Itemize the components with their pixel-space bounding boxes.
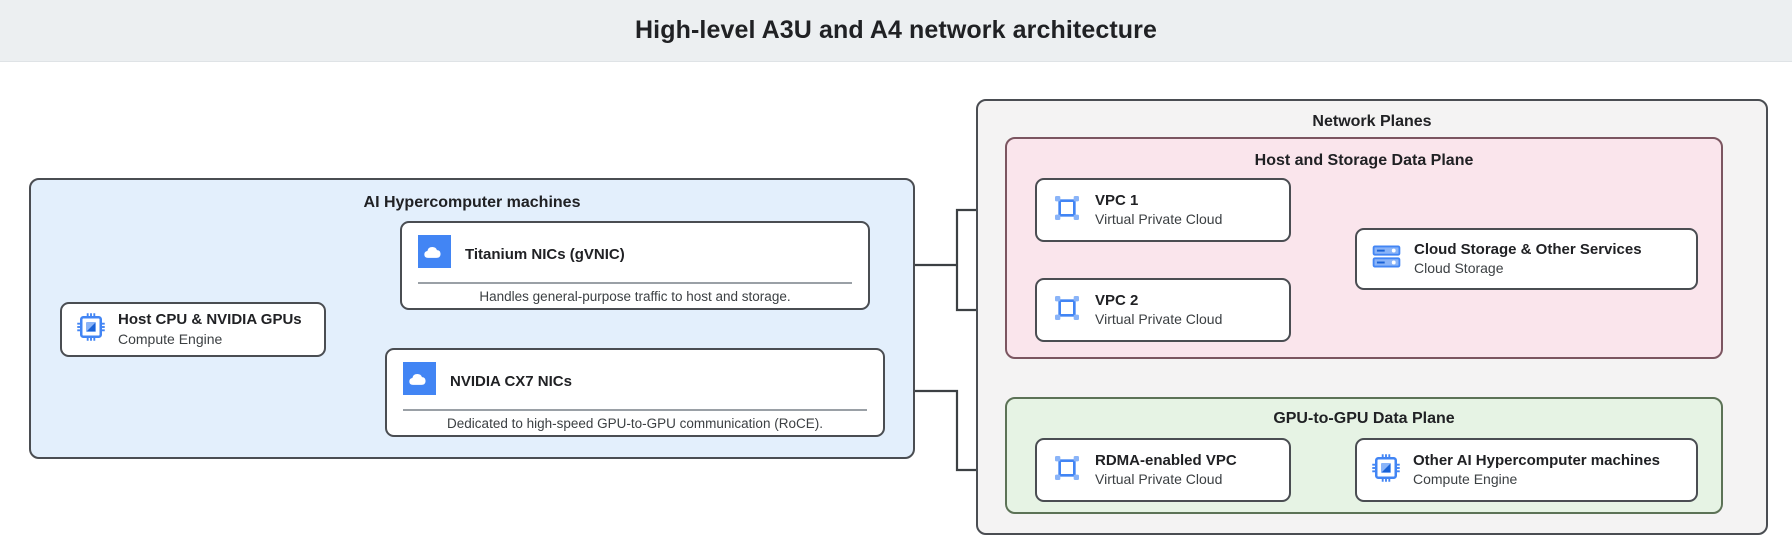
cpu-chip-icon xyxy=(76,312,106,347)
card-cx7-title: NVIDIA CX7 NICs xyxy=(450,372,572,390)
node-vpc1-title: VPC 1 xyxy=(1095,191,1139,209)
vpc-icon xyxy=(1051,292,1083,329)
node-vpc-2[interactable]: VPC 2 Virtual Private Cloud xyxy=(1035,278,1291,342)
node-rdma-enabled-vpc[interactable]: RDMA-enabled VPC Virtual Private Cloud xyxy=(1035,438,1291,502)
node-cloud-storage-subtitle: Cloud Storage xyxy=(1414,260,1504,277)
cloud-storage-icon xyxy=(1371,241,1402,277)
vpc-icon xyxy=(1051,452,1083,489)
vpc-icon xyxy=(1051,192,1083,229)
node-rdma-vpc-text: RDMA-enabled VPC Virtual Private Cloud xyxy=(1095,451,1237,489)
card-cx7-description: Dedicated to high-speed GPU-to-GPU commu… xyxy=(447,415,823,431)
card-cx7-header: NVIDIA CX7 NICs xyxy=(387,350,883,409)
node-vpc1-subtitle: Virtual Private Cloud xyxy=(1095,211,1223,228)
node-other-machines-text: Other AI Hypercomputer machines Compute … xyxy=(1413,451,1660,489)
node-rdma-vpc-subtitle: Virtual Private Cloud xyxy=(1095,471,1223,488)
node-other-ai-hypercomputer-machines[interactable]: Other AI Hypercomputer machines Compute … xyxy=(1355,438,1698,502)
card-cx7-divider xyxy=(403,409,867,411)
card-titanium-title: Titanium NICs (gVNIC) xyxy=(465,245,625,263)
cpu-chip-icon xyxy=(1371,453,1401,488)
node-host-cpu-subtitle: Compute Engine xyxy=(118,330,223,347)
card-titanium-nics[interactable]: Titanium NICs (gVNIC) Handles general-pu… xyxy=(400,221,870,310)
node-vpc2-subtitle: Virtual Private Cloud xyxy=(1095,311,1223,328)
node-cloud-storage[interactable]: Cloud Storage & Other Services Cloud Sto… xyxy=(1355,228,1698,290)
cloud-icon xyxy=(403,362,436,400)
node-host-cpu-nvidia-gpus[interactable]: Host CPU & NVIDIA GPUs Compute Engine xyxy=(60,302,326,357)
node-vpc-1[interactable]: VPC 1 Virtual Private Cloud xyxy=(1035,178,1291,242)
card-titanium-header: Titanium NICs (gVNIC) xyxy=(402,223,868,282)
node-cloud-storage-title: Cloud Storage & Other Services xyxy=(1414,240,1642,258)
page-title: High-level A3U and A4 network architectu… xyxy=(635,16,1157,44)
node-other-machines-subtitle: Compute Engine xyxy=(1413,471,1518,488)
group-title-network-planes: Network Planes xyxy=(1312,113,1432,130)
group-title-gpu-plane: GPU-to-GPU Data Plane xyxy=(1273,410,1455,427)
node-rdma-vpc-title: RDMA-enabled VPC xyxy=(1095,451,1237,469)
title-bar: High-level A3U and A4 network architectu… xyxy=(0,0,1792,62)
node-vpc1-text: VPC 1 Virtual Private Cloud xyxy=(1095,191,1222,229)
node-host-cpu-title: Host CPU & NVIDIA GPUs xyxy=(118,311,302,329)
group-title-machines: AI Hypercomputer machines xyxy=(363,194,581,211)
node-host-cpu-text: Host CPU & NVIDIA GPUs Compute Engine xyxy=(118,310,302,348)
group-title-host-storage: Host and Storage Data Plane xyxy=(1254,152,1474,169)
node-vpc2-text: VPC 2 Virtual Private Cloud xyxy=(1095,291,1222,329)
cloud-icon xyxy=(418,235,451,273)
node-vpc2-title: VPC 2 xyxy=(1095,291,1139,309)
card-titanium-divider xyxy=(418,282,852,284)
card-titanium-description: Handles general-purpose traffic to host … xyxy=(479,288,791,304)
node-cloud-storage-text: Cloud Storage & Other Services Cloud Sto… xyxy=(1414,240,1642,278)
node-other-machines-title: Other AI Hypercomputer machines xyxy=(1413,451,1661,469)
card-nvidia-cx7-nics[interactable]: NVIDIA CX7 NICs Dedicated to high-speed … xyxy=(385,348,885,437)
